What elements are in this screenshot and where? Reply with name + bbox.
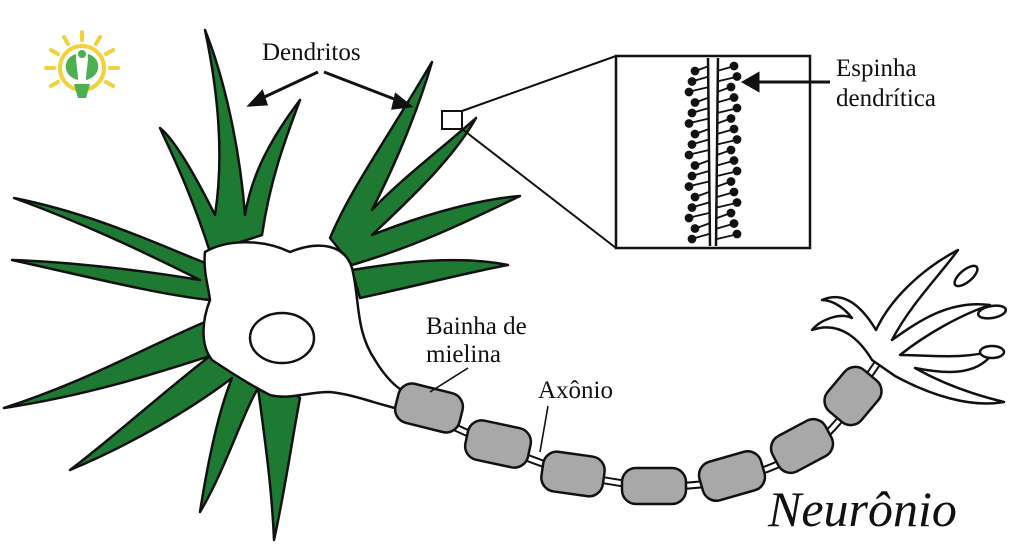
spine-stem [716,223,732,230]
label-arrows [246,70,830,453]
spine-stem [716,192,732,198]
spine-head [732,229,742,239]
spine-head [687,77,697,86]
spine-head [726,114,736,123]
spine-stem [716,129,732,135]
sun-leaf-logo-icon [44,30,120,98]
spine-stem [694,75,710,82]
spine-head [687,234,697,244]
spine-head [684,182,694,191]
dendrites [2,28,522,542]
spine-stem [716,171,735,177]
spine-head [687,108,697,118]
myelin-label-line2: mielina [426,341,501,368]
spine-head [732,135,742,144]
spine-head [690,66,700,76]
dendritic-spine-inset [614,54,812,250]
spine-head [690,224,700,233]
spine-head [684,213,694,223]
spine-stem [716,66,732,72]
spine-head [726,208,736,218]
spine-stem [716,118,729,125]
axon-terminals [810,248,1008,405]
spine-head [687,171,697,181]
spine-head [690,192,700,202]
spine-head [690,129,700,139]
spine-stem [694,201,710,208]
myelin-sheath [393,365,883,506]
spine-stem [694,107,710,113]
spine-head [729,156,739,165]
spine-stem [716,202,735,209]
spine-head [684,119,694,128]
dendrites-label: Dendritos [262,39,361,66]
spine-stem [691,117,710,124]
spine-stem [697,96,710,103]
spine-label-line1: Espinha [836,55,917,82]
spine-head [726,177,736,186]
nucleus [248,311,316,365]
myelin-label-line1: Bainha de [426,313,527,340]
spine-stem [716,87,729,93]
spine-head [687,140,697,149]
diagram-title: Neurônio [767,481,957,537]
spine-stem [716,108,735,114]
spine-stem [691,149,710,155]
spine-stem [716,76,735,83]
spine-stem [697,191,710,197]
spine-stem [694,233,710,239]
spine-stem [716,160,732,167]
spine-stem [697,222,710,229]
spine-stem [716,139,735,146]
spine-label-line2: dendrítica [836,85,936,112]
spine-head [726,145,736,155]
spine-head [729,124,739,134]
spine-head [684,150,694,160]
spine-head [729,187,739,197]
zoom-indicator [441,110,463,130]
spine-head [732,103,742,113]
spine-head [732,198,742,207]
spine-head [726,82,736,92]
spine-head [690,98,700,107]
spine-head [729,219,739,228]
spine-stem [697,65,710,71]
spine-head [687,203,697,212]
spine-stem [694,138,710,145]
spine-head [690,161,700,170]
spine-stem [691,180,710,187]
spine-head [729,61,739,71]
spine-head [684,87,694,97]
spine-stem [716,181,729,188]
spine-stem [716,97,732,104]
spine-stem [697,159,710,166]
spine-stem [697,128,710,134]
spine-stem [716,234,735,240]
spine-stem [716,213,729,219]
spine-stem [716,150,729,156]
spine-head [732,166,742,176]
axon-label: Axônio [538,377,613,404]
spine-stem [691,212,710,218]
spine-stem [694,170,710,176]
spine-head [729,93,739,102]
spine-stem [691,86,710,92]
spine-head [732,72,742,81]
